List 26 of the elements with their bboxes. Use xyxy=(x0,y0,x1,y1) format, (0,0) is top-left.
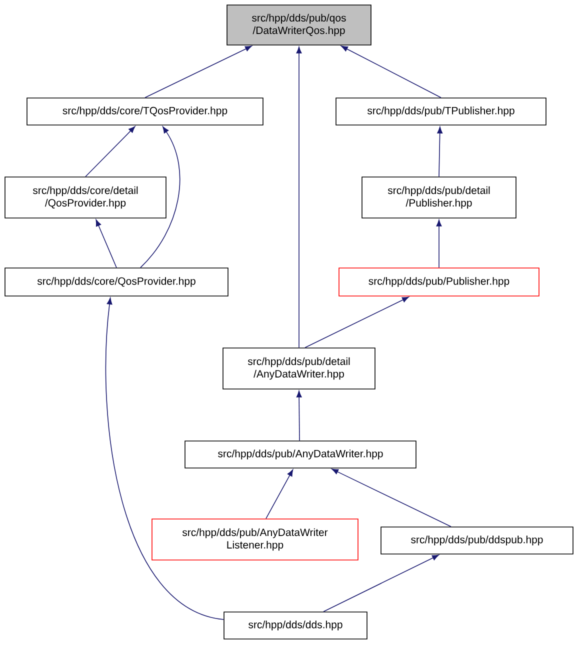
arrow xyxy=(296,390,302,441)
arrow xyxy=(96,220,117,268)
arrow xyxy=(437,126,443,177)
arrow xyxy=(341,46,442,98)
file-box: src/hpp/dds/dds.hpp xyxy=(224,612,368,640)
arrow xyxy=(332,468,452,527)
arrow xyxy=(140,126,180,268)
file-box: src/hpp/dds/pub/detail /Publisher.hpp xyxy=(362,176,516,218)
file-box: src/hpp/dds/pub/detail /AnyDataWriter.hpp xyxy=(222,348,376,390)
arrow xyxy=(266,469,294,519)
file-box: src/hpp/dds/core/QosProvider.hpp xyxy=(4,268,228,296)
file-box: src/hpp/dds/pub/AnyDataWriter Listener.hpp xyxy=(152,518,358,560)
file-box: src/hpp/dds/pub/AnyDataWriter.hpp xyxy=(184,440,416,468)
file-box: src/hpp/dds/core/detail /QosProvider.hpp xyxy=(4,176,166,218)
file-box: src/hpp/dds/pub/qos /DataWriterQos.hpp xyxy=(226,4,372,46)
file-box: src/hpp/dds/pub/TPublisher.hpp xyxy=(336,98,546,126)
arrow xyxy=(296,46,302,348)
arrow xyxy=(105,298,224,620)
arrow xyxy=(304,296,409,348)
file-box: src/hpp/dds/pub/Publisher.hpp xyxy=(338,268,540,296)
arrow xyxy=(436,220,442,268)
file-box: src/hpp/dds/core/TQosProvider.hpp xyxy=(26,98,264,126)
arrow xyxy=(85,126,136,177)
arrow xyxy=(144,46,252,98)
file-box: src/hpp/dds/pub/ddspub.hpp xyxy=(380,526,574,554)
arrow xyxy=(323,554,439,612)
